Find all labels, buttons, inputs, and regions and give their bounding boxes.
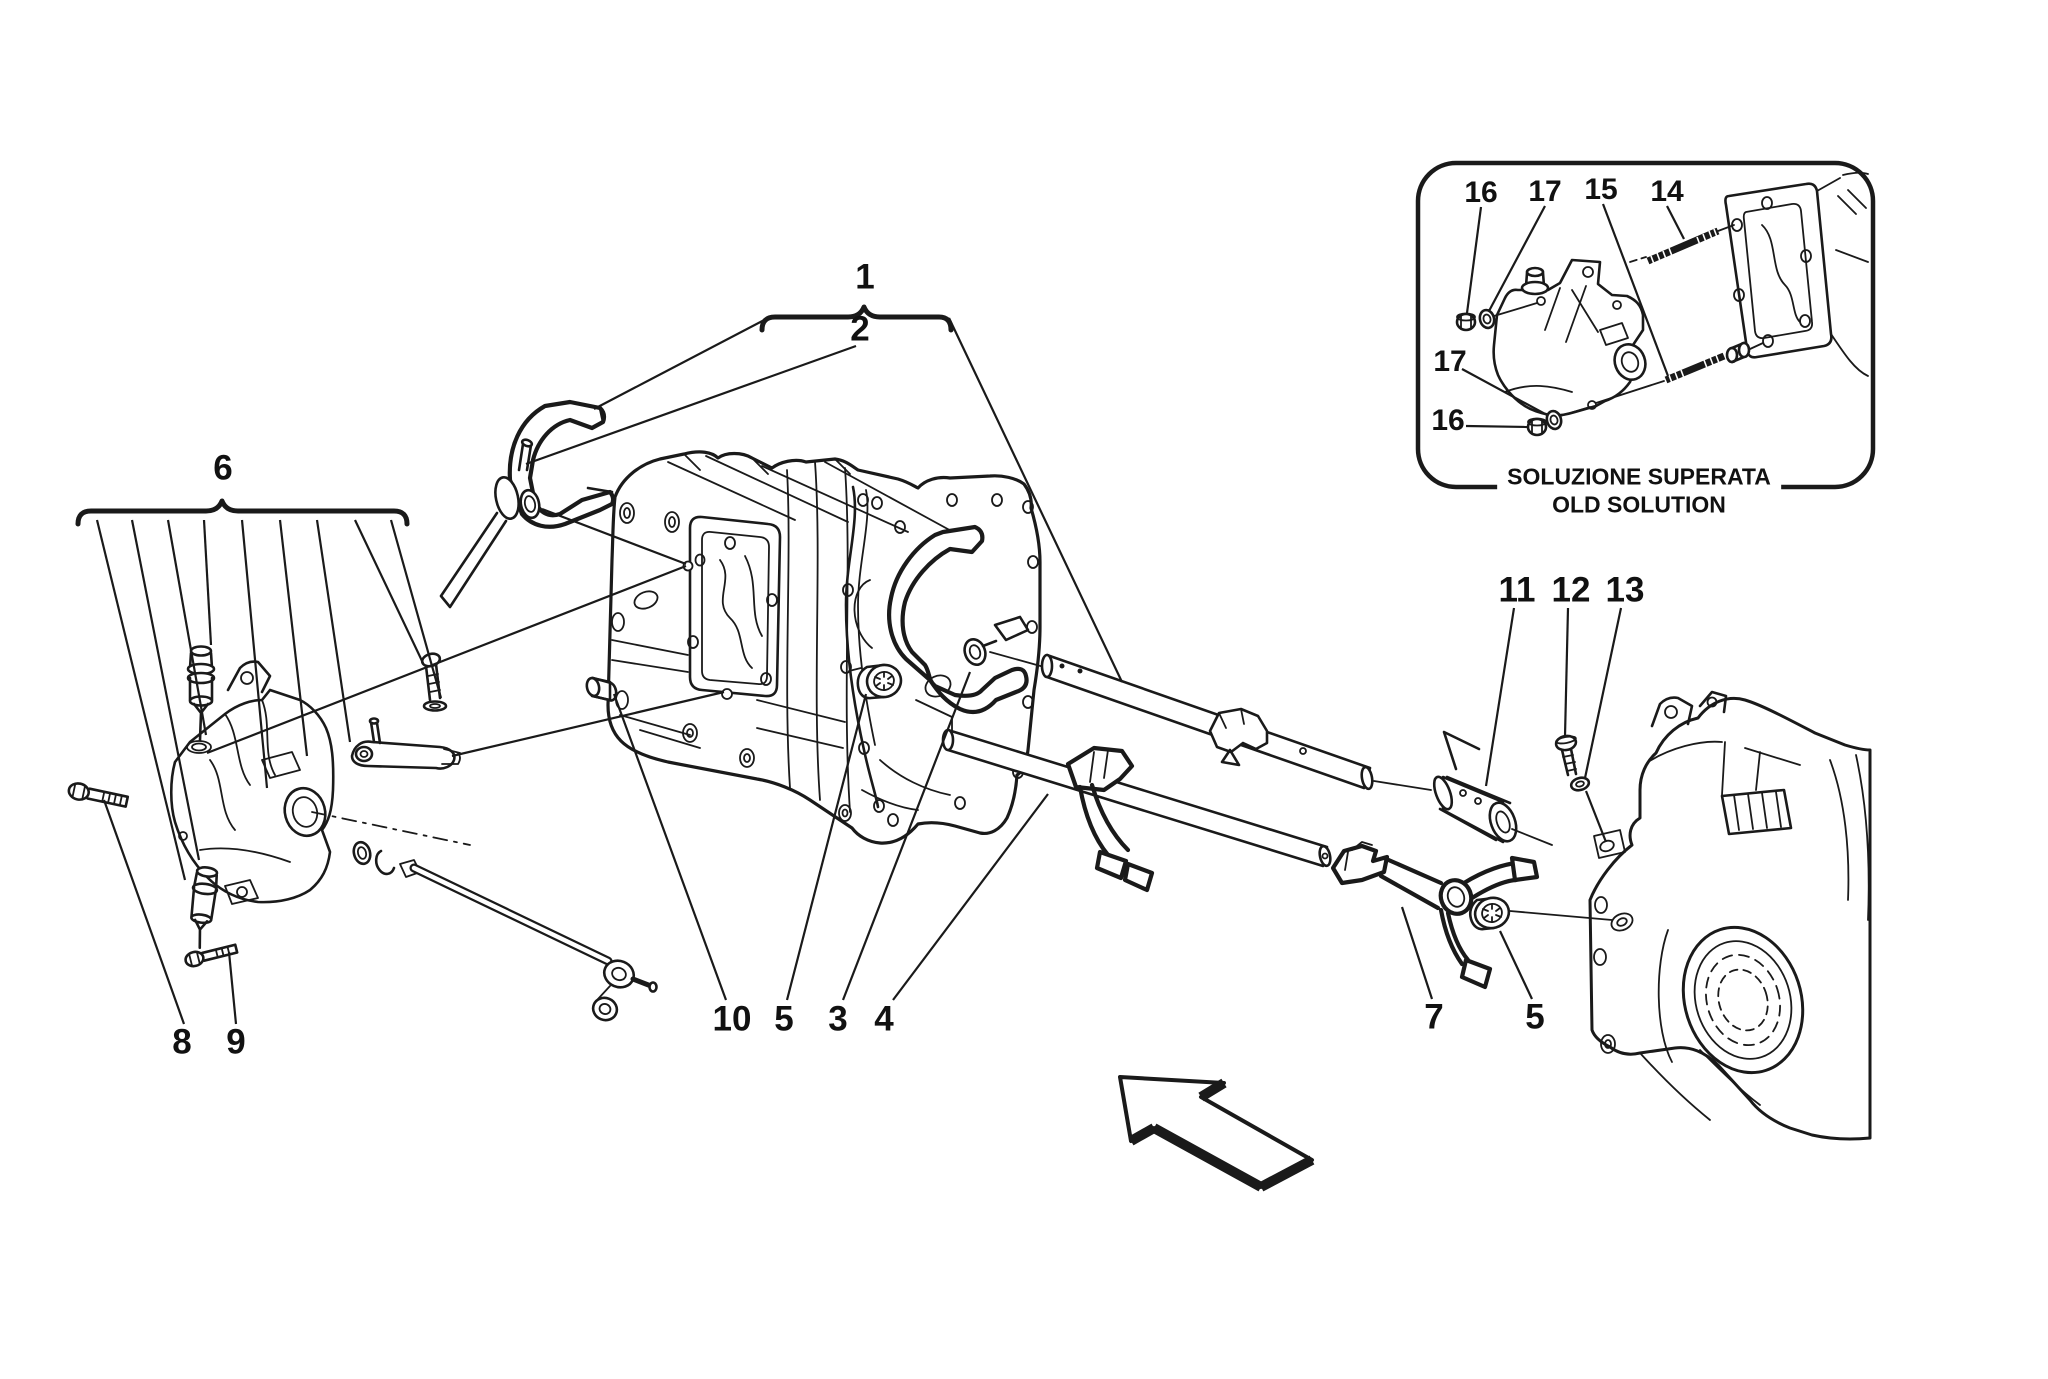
hydraulic-actuator-assembly — [67, 645, 658, 1022]
direction-arrow — [1118, 1075, 1315, 1192]
nut-16-upper — [1455, 312, 1477, 332]
callout-12: 12 — [1551, 570, 1591, 610]
washer-17-upper — [1478, 308, 1496, 330]
callout-6: 6 — [213, 448, 233, 488]
selector-rocker-lever — [350, 717, 461, 770]
bracket-group-1 — [759, 304, 954, 333]
shift-fork-2 — [439, 399, 616, 609]
bolt-12 — [1554, 734, 1578, 777]
callout-4: 4 — [874, 999, 894, 1039]
callout-10: 10 — [712, 999, 752, 1039]
coupling-sleeve-11 — [1432, 730, 1553, 846]
callout-leader-lines — [75, 304, 1623, 1025]
callout-17-bottom: 17 — [1433, 345, 1467, 378]
shift-fork-3 — [887, 524, 1045, 715]
shift-fork-7 — [1330, 841, 1540, 990]
callout-13: 13 — [1605, 570, 1645, 610]
inset-caption-english: OLD SOLUTION — [1542, 491, 1736, 519]
callout-14: 14 — [1650, 175, 1684, 208]
control-tie-rod — [399, 859, 658, 1022]
shift-fork-center — [1065, 745, 1155, 893]
callout-5-left: 5 — [774, 999, 794, 1039]
bolt-8 — [67, 782, 130, 808]
nut-16-lower — [1526, 417, 1548, 437]
needle-bearing-5-left — [848, 663, 903, 700]
callout-7: 7 — [1424, 997, 1444, 1037]
washer-17-lower — [1545, 409, 1563, 431]
casing-bore-hole-lower — [721, 688, 733, 700]
callout-2: 2 — [850, 309, 870, 349]
selector-rod-lower — [941, 728, 1332, 868]
stud-14-upper — [1629, 224, 1735, 265]
inset-leader-lines — [1461, 203, 1685, 429]
spacer-15 — [1725, 341, 1751, 364]
solenoid-valve-lower — [190, 866, 219, 949]
washer-and-circlip — [352, 840, 396, 876]
old-cover-plate — [1724, 171, 1869, 377]
flange-bolt-holes — [840, 493, 1039, 827]
callout-5-right: 5 — [1525, 997, 1545, 1037]
callout-8: 8 — [172, 1022, 192, 1062]
callout-16-bottom: 16 — [1431, 404, 1465, 437]
callout-15: 15 — [1584, 173, 1618, 206]
old-solution-inset — [1415, 160, 1876, 490]
callout-3: 3 — [828, 999, 848, 1039]
clutch-housing — [1588, 690, 1872, 1141]
bolt-9 — [184, 943, 239, 968]
bracket-group-6 — [75, 498, 410, 527]
bushing-10 — [585, 676, 618, 702]
selector-rod-upper — [1040, 653, 1432, 791]
callout-9: 9 — [226, 1022, 246, 1062]
old-actuator-body — [1492, 258, 1647, 417]
inset-caption-italian: SOLUZIONE SUPERATA — [1497, 463, 1781, 491]
needle-bearing-5-right — [1468, 896, 1613, 931]
callout-11: 11 — [1498, 570, 1536, 610]
callout-1: 1 — [855, 257, 875, 297]
washer-13 — [1569, 776, 1591, 792]
stud-14-lower — [1595, 342, 1764, 404]
callout-17-top: 17 — [1528, 175, 1562, 208]
callout-16-top: 16 — [1464, 176, 1498, 209]
